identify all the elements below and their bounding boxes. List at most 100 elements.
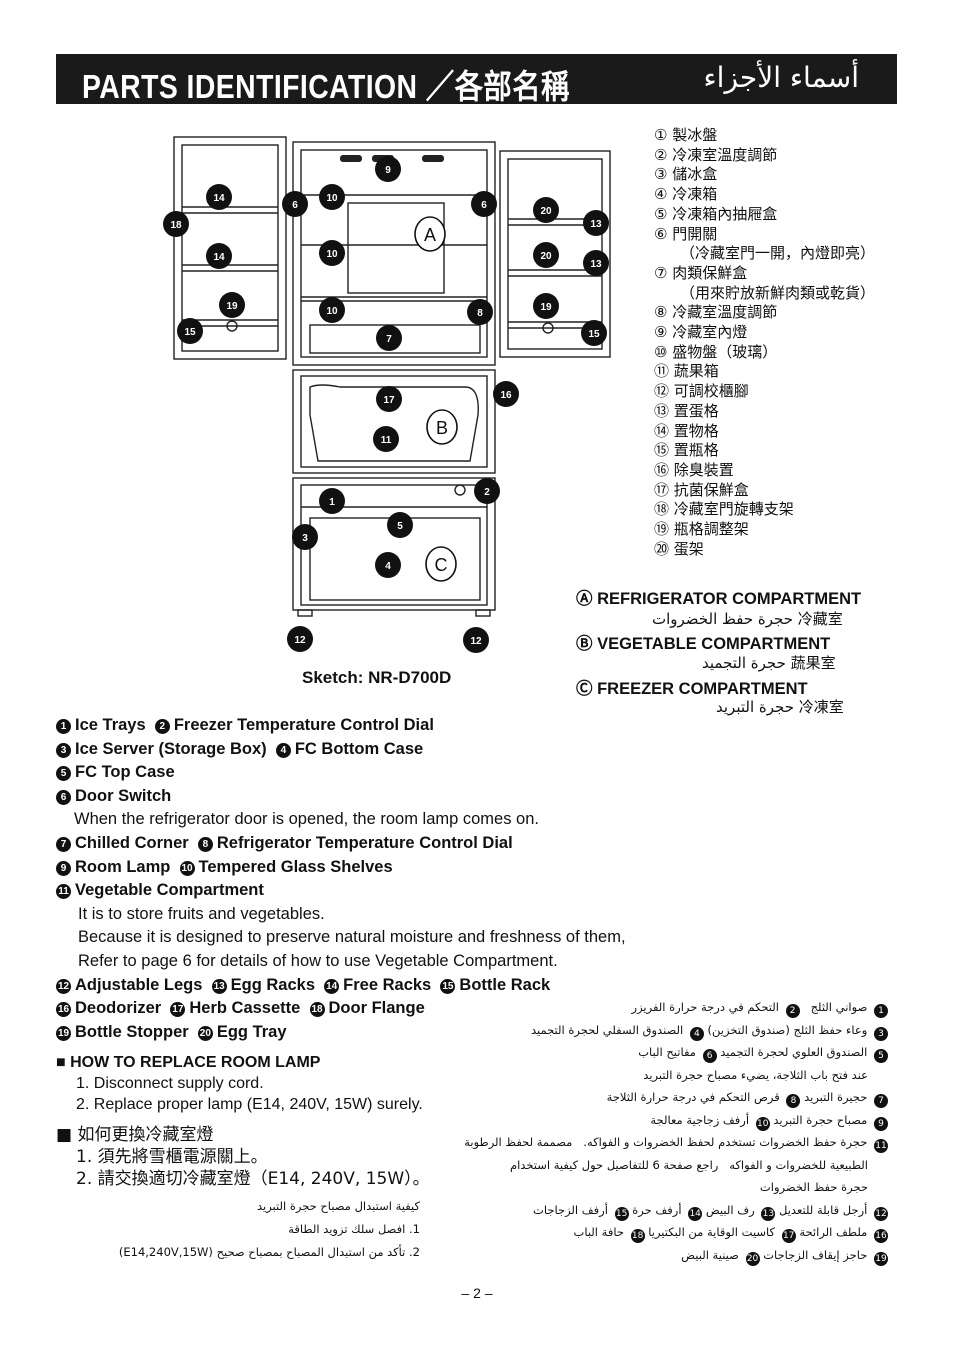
chinese-parts-list: ① 製冰盤 ② 冷凍室溫度調節 ③ 儲冰盒 ④ 冷凍箱 ⑤ 冷凍箱內抽屜盒 ⑥ … [654,126,875,559]
svg-text:10: 10 [326,249,338,260]
sketch-caption: Sketch: NR-D700D [302,668,452,687]
ar-row: 12 أرجل قابلة للتعديل 13 رف البيض 14 أرف… [533,1202,888,1221]
compartment-c-subtitle: حجرة التبريد 冷凍室 [716,698,844,716]
ar-row: 16 ملطف الرائحة 17 كاسيت الوقاية من البك… [573,1225,888,1243]
part-11-note-2: Because it is designed to preserve natur… [78,928,626,947]
cn-item: ② 冷凍室溫度調節 [654,145,778,164]
svg-text:6: 6 [292,200,298,211]
cn-item: ③ 儲冰盒 [654,165,718,184]
howto-step-1: 1. Disconnect supply cord. [76,1075,264,1092]
ar-row: 9 مصباح حجرة التبريد 10 أرفف زجاجية معال… [420,1109,888,1132]
part-13: Egg Racks [230,975,315,994]
part-3: Ice Server (Storage Box) [75,739,267,758]
callout-letter-c: C [425,546,457,582]
cn-item: ⑰ 抗菌保鮮盒 [654,480,749,499]
cn-item-note: （冷藏室門一開，內燈即亮） [680,244,876,263]
svg-text:13: 13 [590,219,602,230]
cn-item: ⑬ 置蛋格 [654,401,719,420]
howto-step-2: 2. Replace proper lamp (E14, 240V, 15W) … [76,1096,423,1113]
svg-text:10: 10 [326,193,338,204]
cn-item: ④ 冷凍箱 [654,185,718,204]
callout-16: 16 [493,381,519,407]
compartment-a-subtitle: حجرة حفظ الخضروات 冷藏室 [652,610,843,628]
howto-section: ■ HOW TO REPLACE ROOM LAMP 1. Disconnect… [56,1052,423,1115]
cn-item: ⑮ 置瓶格 [654,441,719,460]
callout-6-left: 6 [282,191,308,217]
part-10: Tempered Glass Shelves [198,857,393,876]
callout-13-top: 13 [583,210,609,236]
svg-text:20: 20 [540,206,552,217]
ar-row: 11 حجرة حفظ الخضروات تستخدم لحفظ الخضروا… [464,1135,888,1153]
svg-text:A: A [424,225,436,245]
compartment-b-subtitle: حجرة التجميد 蔬果室 [702,654,836,672]
cn-item: ⑩ 盛物盤（玻璃） [654,342,778,361]
svg-text:10: 10 [326,306,338,317]
compartment-c-title: Ⓒ FREEZER COMPARTMENT [576,680,808,698]
ar-row: الطبيعية للخضروات و الفواكه راجع صفحة 6 … [509,1157,868,1172]
ar-howto-heading: كيفية استبدال مصباح حجرة التبريد [256,1199,420,1213]
callout-13-lower: 13 [583,250,609,276]
part-6-note: When the refrigerator door is opened, th… [74,810,539,829]
part-5: FC Top Case [75,763,175,782]
callout-7: 7 [376,325,402,351]
callout-10-top: 10 [319,184,345,210]
callout-3: 3 [292,524,318,550]
refrigerator-diagram: 9 14 18 6 10 6 20 13 14 10 20 13 19 10 8… [163,136,611,653]
svg-text:7: 7 [386,334,392,345]
cn-howto-step-1: 1. 須先將雪櫃電源關上。 [76,1147,268,1167]
ar-howto-step-1: 1. افصل سلك تزويد الطاقة [288,1222,420,1236]
part-11-note-3: Refer to page 6 for details of how to us… [78,951,558,970]
callout-6-right: 6 [471,191,497,217]
svg-text:11: 11 [381,435,392,446]
ar-howto-section: كيفية استبدال مصباح حجرة التبريد 1. افصل… [80,1195,420,1264]
cn-item: ⑥ 門開關 [654,224,718,243]
svg-text:4: 4 [385,561,391,572]
svg-text:14: 14 [213,193,225,204]
part-17: Herb Cassette [189,999,301,1018]
part-1: Ice Trays [75,716,146,734]
part-11-note-1: It is to store fruits and vegetables. [78,904,325,923]
cn-item: ⑪ 蔬果箱 [654,362,719,381]
part-6: Door Switch [75,786,172,805]
svg-text:3: 3 [302,533,308,544]
svg-text:1: 1 [329,497,335,508]
part-7: Chilled Corner [75,833,189,852]
cn-item: ⑳ 蛋架 [654,539,704,558]
cn-item-note: （用來貯放新鮮肉類或乾貨） [680,283,876,302]
page-title: PARTS IDENTIFICATION ／各部名稱 [82,68,570,105]
part-8: Refrigerator Temperature Control Dial [216,833,513,852]
callout-letter-a: A [414,216,446,252]
cn-howto-heading: ■ 如何更換冷藏室燈 [56,1125,214,1145]
callout-4: 4 [375,552,401,578]
ar-row: 1 صواني الثلج 2 التحكم في درجة حرارة الف… [420,996,888,1019]
callout-18: 18 [163,211,189,237]
ar-row: حجرة حفظ الخضروات [759,1180,868,1194]
callout-1: 1 [319,488,345,514]
svg-text:16: 16 [500,390,512,401]
callout-20-top: 20 [533,197,559,223]
cn-item: ⑭ 置物格 [654,421,719,440]
part-19: Bottle Stopper [75,1022,189,1041]
callout-2: 2 [474,478,500,504]
ar-row: عند فتح باب الثلاجة، يضيء مصباح حجرة الت… [643,1067,868,1082]
cn-howto-step-2: 2. 請交換適切冷藏室燈（E14, 240V, 15W）。 [76,1169,430,1189]
part-12: Adjustable Legs [75,975,203,994]
compartment-a-title: Ⓐ REFRIGERATOR COMPARTMENT [576,590,862,608]
callout-9: 9 [375,156,401,182]
callout-12-left: 12 [287,626,313,652]
cn-howto-section: ■ 如何更換冷藏室燈 1. 須先將雪櫃電源關上。 2. 請交換適切冷藏室燈（E1… [56,1124,430,1190]
part-20: Egg Tray [216,1022,287,1041]
svg-text:19: 19 [540,302,552,313]
cn-item: ⑲ 瓶格調整架 [654,520,749,539]
svg-text:19: 19 [226,301,238,312]
callout-15-right: 15 [581,320,607,346]
svg-text:6: 6 [481,200,487,211]
svg-text:B: B [436,418,448,438]
part-9: Room Lamp [75,857,171,876]
callout-20-lower: 20 [533,242,559,268]
svg-text:8: 8 [477,308,483,319]
svg-text:12: 12 [294,635,306,646]
callout-5: 5 [387,512,413,538]
part-14: Free Racks [343,975,432,994]
